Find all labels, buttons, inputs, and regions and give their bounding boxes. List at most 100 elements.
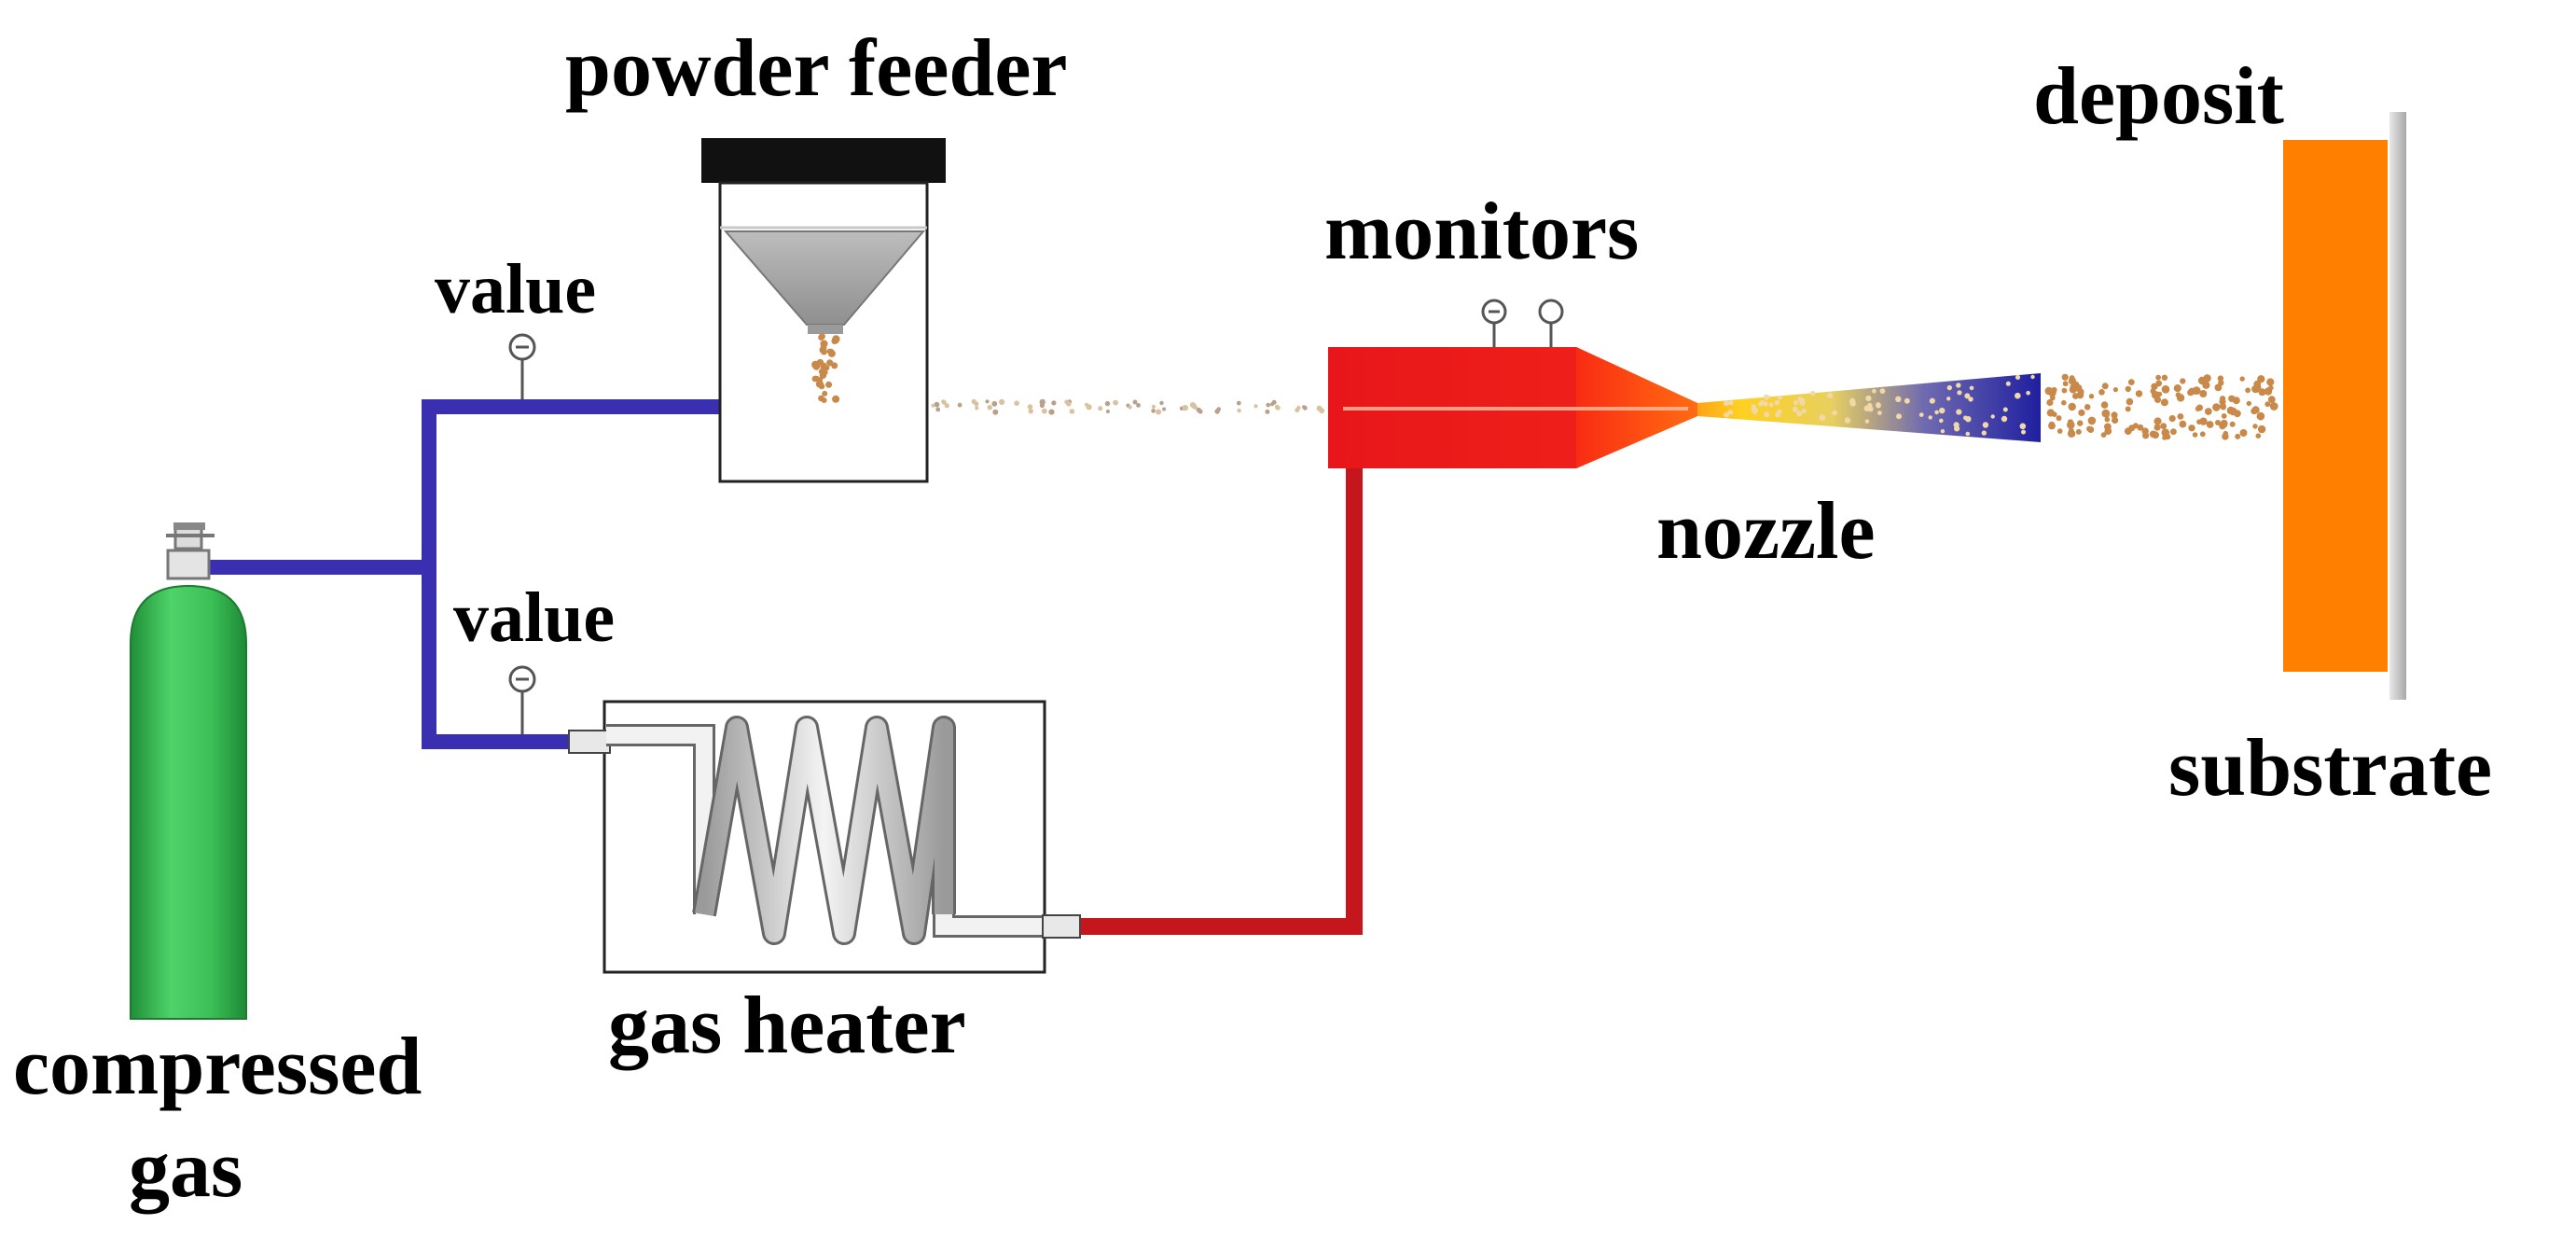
powder-particle xyxy=(1128,405,1132,410)
powder-particle xyxy=(1934,410,1939,415)
powder-particle xyxy=(2170,428,2177,436)
powder-particle xyxy=(2087,426,2095,433)
feeder-cap xyxy=(701,138,946,183)
label-substrate: substrate xyxy=(2168,723,2493,814)
spray-jet xyxy=(2044,373,2278,440)
powder-particle xyxy=(1728,400,1734,406)
powder-particle xyxy=(819,346,826,354)
gas-heater xyxy=(568,700,1081,974)
powder-particle xyxy=(2030,374,2035,380)
powder-particle xyxy=(831,362,838,369)
powder-particle xyxy=(1940,429,1946,434)
powder-particle xyxy=(1969,385,1974,391)
powder-particle xyxy=(2226,406,2236,415)
powder-particle xyxy=(2068,402,2076,411)
powder-particle xyxy=(2180,378,2186,384)
powder-particle xyxy=(2199,431,2206,438)
powder-particle xyxy=(1832,410,1837,416)
powder-particle xyxy=(1956,383,1961,388)
powder-particle xyxy=(2154,417,2162,425)
powder-particle xyxy=(2229,421,2236,427)
powder-particle xyxy=(2179,420,2187,428)
powder-particle xyxy=(2239,376,2245,382)
powder-particle xyxy=(2251,406,2260,414)
powder-particle xyxy=(1048,409,1055,415)
powder-particle xyxy=(2126,397,2134,406)
powder-particle xyxy=(2137,424,2144,431)
powder-particle xyxy=(2048,388,2057,397)
powder-particle xyxy=(935,407,941,412)
powder-particle xyxy=(1216,407,1221,411)
powder-particle xyxy=(2056,415,2062,422)
powder-particle xyxy=(2049,395,2056,401)
powder-particle xyxy=(812,362,821,370)
powder-particle xyxy=(1819,414,1826,421)
powder-particle xyxy=(1237,408,1241,413)
powder-particle xyxy=(934,401,940,408)
powder-particle xyxy=(2074,383,2083,392)
powder-particle xyxy=(2234,410,2241,418)
powder-particle xyxy=(1990,414,1995,419)
heater-coil xyxy=(692,716,956,945)
powder-particle xyxy=(2252,424,2258,429)
powder-particle xyxy=(833,338,839,344)
powder-particle xyxy=(2015,392,2021,399)
powder-particle xyxy=(2062,381,2069,387)
powder-particle xyxy=(1768,402,1774,408)
powder-particle xyxy=(2269,402,2275,409)
powder-particle xyxy=(2111,411,2118,419)
powder-particle xyxy=(813,375,820,382)
powder-particle xyxy=(2142,432,2150,439)
label-gas: gas xyxy=(129,1124,243,1215)
powder-particle xyxy=(2199,390,2208,397)
powder-particle xyxy=(2112,416,2119,425)
powder-particle xyxy=(1939,407,1946,414)
powder-particle xyxy=(985,399,990,404)
powder-particle xyxy=(2228,395,2236,402)
powder-particle xyxy=(2026,390,2030,396)
powder-particle xyxy=(821,362,827,369)
powder-particle xyxy=(1895,396,1902,402)
powder-particle xyxy=(1105,410,1110,413)
powder-particle xyxy=(1872,388,1877,394)
powder-particle xyxy=(2005,381,2011,386)
powder-particle xyxy=(2219,402,2226,410)
powder-particle xyxy=(2061,399,2067,406)
powder-particle xyxy=(2154,424,2161,431)
powder-particle xyxy=(819,371,827,380)
nozzle-particles xyxy=(1724,374,2035,437)
powder-particle xyxy=(2215,420,2221,425)
powder-particle xyxy=(2196,404,2203,411)
powder-particle xyxy=(2125,385,2131,393)
powder-particle xyxy=(1918,412,1924,417)
powder-particle xyxy=(1904,397,1910,404)
powder-particle xyxy=(2101,383,2109,390)
label-powder-feeder: powder feeder xyxy=(565,23,1068,114)
powder-particle xyxy=(1792,406,1798,412)
powder-particle xyxy=(2239,429,2248,437)
powder-particle xyxy=(1954,425,1960,432)
powder-particle xyxy=(991,400,998,407)
powder-particle xyxy=(2196,419,2202,425)
label-value-bottom: value xyxy=(453,578,616,657)
powder-particle xyxy=(1724,411,1730,418)
powder-particle xyxy=(2161,385,2170,394)
powder-particle xyxy=(2084,404,2091,411)
powder-particle xyxy=(2021,429,2026,435)
powder-particle xyxy=(1928,415,1932,420)
powder-particle xyxy=(1159,400,1164,406)
powder-particle xyxy=(1965,431,1971,437)
powder-particle xyxy=(2177,413,2184,420)
powder-particle xyxy=(1151,404,1156,409)
label-gas-heater: gas heater xyxy=(608,981,966,1071)
powder-particle xyxy=(2061,373,2069,381)
powder-particle xyxy=(974,401,979,407)
powder-particle xyxy=(992,409,999,415)
powder-particle xyxy=(2101,409,2111,418)
hot-gas-line xyxy=(1073,468,1363,935)
powder-particle xyxy=(1799,399,1806,406)
powder-particle xyxy=(2257,425,2266,434)
powder-particle xyxy=(1797,397,1803,401)
powder-particle xyxy=(1151,409,1156,413)
powder-particle xyxy=(1896,413,1902,420)
